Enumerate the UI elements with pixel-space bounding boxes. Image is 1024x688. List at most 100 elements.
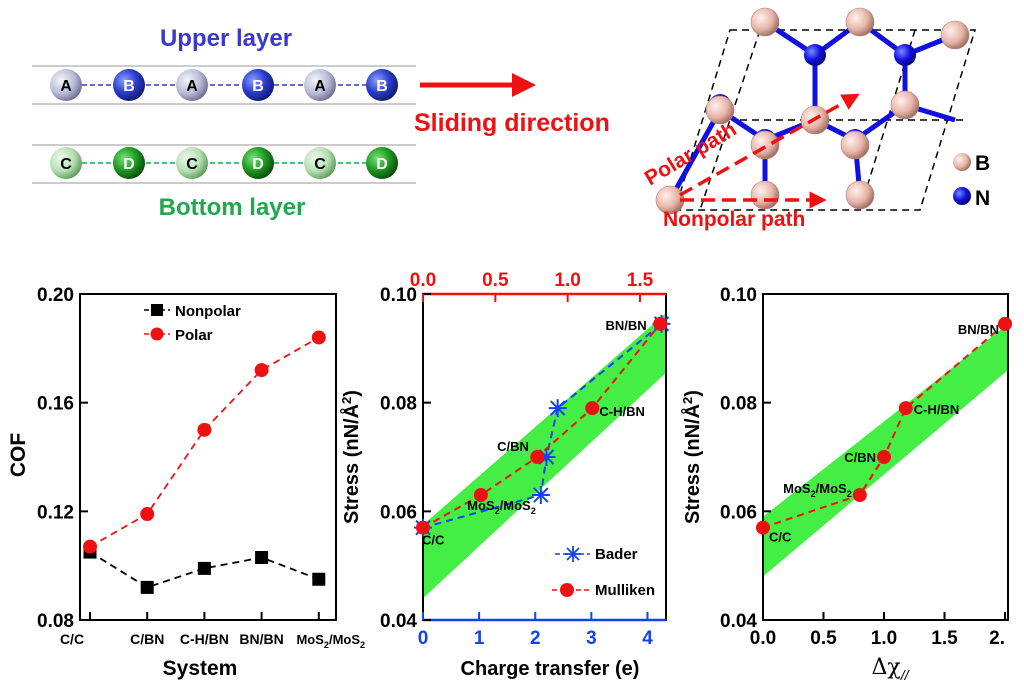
x-tick-label: MoS2/MoS2 bbox=[296, 632, 365, 650]
cof-plot-frame bbox=[79, 293, 337, 621]
polar-point bbox=[311, 330, 326, 345]
nonpolar-point bbox=[312, 572, 326, 586]
point-label: C-H/BN bbox=[599, 404, 645, 419]
bader-point bbox=[531, 486, 550, 505]
n-atom bbox=[894, 44, 916, 66]
x-tick-label: 1 bbox=[474, 628, 485, 649]
cof-y-axis-label: COF bbox=[7, 433, 30, 478]
x-tick-label: 0.5 bbox=[810, 628, 837, 649]
atom-letter: A bbox=[186, 78, 198, 95]
atom-b: B bbox=[113, 69, 145, 101]
y-tick-label: 0.06 bbox=[720, 502, 757, 523]
polar-path-arrow bbox=[679, 93, 860, 197]
point-label: C-H/BN bbox=[914, 402, 960, 417]
stress-point bbox=[756, 520, 770, 535]
stress-point bbox=[877, 450, 891, 464]
legend-nonpolar-label: Nonpolar bbox=[175, 303, 241, 320]
stress-point bbox=[998, 316, 1012, 331]
y-tick-label: 0.08 bbox=[720, 394, 757, 415]
atom-letter: D bbox=[123, 156, 135, 173]
legend-square-marker bbox=[151, 304, 163, 316]
b-atom bbox=[750, 180, 780, 210]
b-atom bbox=[845, 180, 875, 210]
y-tick-label: 0.06 bbox=[380, 502, 417, 523]
top-x-tick-label: 1.0 bbox=[554, 270, 580, 291]
polar-point bbox=[197, 422, 212, 437]
y-tick-label: 0.04 bbox=[720, 611, 757, 632]
x-tick-label: 1.5 bbox=[931, 628, 958, 649]
polar-point bbox=[254, 363, 269, 378]
legend-b-atom bbox=[953, 153, 971, 171]
atom-b: B bbox=[242, 69, 274, 101]
x-tick-label: 3 bbox=[586, 628, 597, 649]
electronegativity-y-axis-label: Stress (nN/Å2) bbox=[680, 390, 704, 524]
b-atom bbox=[890, 90, 920, 120]
polar-series-line bbox=[89, 336, 320, 548]
unit-cell bbox=[673, 29, 977, 211]
legend-mulliken-label: Mulliken bbox=[595, 582, 655, 599]
cof-legend: Nonpolar Polar bbox=[144, 303, 241, 344]
atom-d: D bbox=[366, 147, 398, 179]
cof-x-axis-label: System bbox=[163, 657, 238, 680]
stress-point bbox=[898, 401, 913, 416]
x-tick-label: 0.0 bbox=[750, 628, 776, 649]
point-label: BN/BN bbox=[606, 318, 647, 333]
electronegativity-x-axis-label: Δχ// bbox=[872, 655, 911, 683]
x-tick-label: 0 bbox=[418, 628, 429, 649]
atom-c: C bbox=[304, 147, 336, 179]
b-atom bbox=[840, 130, 870, 160]
mulliken-point bbox=[473, 488, 488, 503]
bn-bond bbox=[667, 108, 723, 202]
polar-path-label: Polar path bbox=[641, 118, 741, 191]
electronegativity-plot-frame bbox=[762, 293, 1009, 621]
polar-point bbox=[83, 539, 97, 554]
y-tick-label: 0.08 bbox=[37, 611, 74, 632]
atom-a: A bbox=[304, 69, 336, 101]
atom-letter: D bbox=[376, 156, 388, 173]
top-x-tick-label: 0.5 bbox=[482, 270, 509, 291]
x-tick-label: 4 bbox=[642, 628, 653, 649]
atom-letter: C bbox=[186, 156, 198, 173]
point-label: BN/BN bbox=[958, 322, 999, 337]
x-tick-label: 1.0 bbox=[871, 628, 897, 649]
bottom-layer-label: Bottom layer bbox=[159, 194, 306, 221]
bn-lattice: Polar path Nonpolar path B N bbox=[641, 7, 990, 231]
point-label: C/BN bbox=[844, 450, 876, 465]
legend-bader-label: Bader bbox=[595, 546, 638, 563]
n-atom bbox=[804, 44, 826, 66]
atom-letter: A bbox=[60, 78, 72, 95]
point-label: C/C bbox=[769, 530, 792, 545]
polar-point bbox=[140, 507, 155, 522]
charge-y-axis-label: Stress (nN/Å2) bbox=[339, 390, 363, 524]
mulliken-point bbox=[530, 450, 545, 464]
sliding-direction-label: Sliding direction bbox=[414, 109, 610, 137]
atom-letter: C bbox=[314, 156, 326, 173]
legend-circle-marker bbox=[150, 327, 164, 341]
x-tick-label: 2 bbox=[530, 628, 541, 649]
bader-point bbox=[548, 399, 567, 418]
y-tick-label: 0.08 bbox=[380, 394, 417, 415]
nonpolar-point bbox=[255, 551, 269, 565]
b-atom bbox=[750, 7, 780, 37]
atom-letter: B bbox=[252, 78, 264, 95]
legend-asterisk-marker bbox=[565, 546, 581, 562]
legend-b-label: B bbox=[975, 152, 990, 175]
y-tick-label: 0.16 bbox=[37, 394, 74, 415]
legend-polar-label: Polar bbox=[175, 327, 213, 344]
b-atom bbox=[750, 130, 780, 160]
atom-b: B bbox=[366, 69, 398, 101]
nonpolar-path-label: Nonpolar path bbox=[663, 208, 805, 231]
nonpolar-point bbox=[140, 580, 154, 594]
charge-legend: Bader Mulliken bbox=[552, 546, 655, 599]
atom-letter: B bbox=[123, 78, 135, 95]
atom-letter: A bbox=[314, 78, 326, 95]
x-tick-label: 2. bbox=[989, 628, 1005, 649]
b-atom bbox=[940, 20, 970, 50]
y-tick-label: 0.12 bbox=[37, 502, 74, 523]
x-tick-label: BN/BN bbox=[239, 631, 283, 647]
atom-d: D bbox=[242, 147, 274, 179]
legend-n-label: N bbox=[975, 187, 990, 210]
